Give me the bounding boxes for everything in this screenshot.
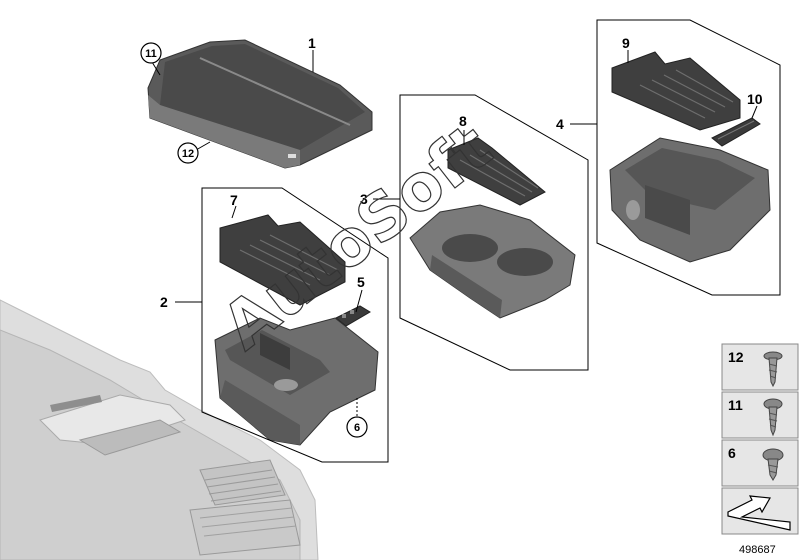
storage-tray-part	[214, 317, 379, 446]
tray-mat-part	[611, 51, 741, 131]
legend-number-11: 11	[728, 397, 743, 413]
callout-9: 9	[622, 35, 630, 51]
callout-12: 12	[182, 148, 194, 160]
cupholder-insert-part	[409, 204, 576, 319]
cup-mat-part	[447, 137, 546, 206]
legend-cell-12: 12	[721, 343, 799, 391]
leader-lines	[151, 50, 758, 418]
small-insert-part	[335, 305, 371, 327]
legend-cell-6: 6	[721, 439, 799, 487]
callout-2: 2	[160, 294, 168, 310]
callout-12-circled: 12	[177, 142, 199, 164]
orientation-arrow-icon	[727, 495, 791, 531]
callout-6: 6	[354, 422, 360, 434]
document-number: 498687	[739, 544, 776, 556]
callout-1: 1	[308, 35, 316, 51]
callout-10: 10	[747, 91, 763, 107]
torx-screw-icon	[763, 398, 783, 437]
fastener-legend: 12 11 6	[721, 343, 799, 535]
cover-strip-part	[711, 117, 761, 147]
callout-3: 3	[360, 191, 368, 207]
callout-4: 4	[556, 116, 564, 132]
storage-mat-part	[219, 214, 346, 306]
callout-6-circled: 6	[346, 416, 368, 438]
callout-11: 11	[145, 48, 157, 60]
callout-8: 8	[459, 113, 467, 129]
legend-number-12: 12	[728, 349, 744, 365]
legend-cell-arrow	[721, 487, 799, 535]
callout-7: 7	[230, 192, 238, 208]
group-frame-4	[596, 19, 781, 296]
rivet-screw-icon	[762, 448, 784, 481]
callout-5: 5	[357, 274, 365, 290]
callout-11-circled: 11	[140, 42, 162, 64]
group-frame-2	[201, 187, 389, 463]
flat-head-screw-icon	[763, 351, 783, 388]
group-frame-3	[399, 94, 589, 371]
legend-cell-11: 11	[721, 391, 799, 439]
legend-number-6: 6	[728, 445, 736, 461]
center-console-ghost	[0, 299, 319, 560]
armrest-cover-part	[147, 39, 373, 169]
storage-compartment-part	[609, 137, 771, 263]
